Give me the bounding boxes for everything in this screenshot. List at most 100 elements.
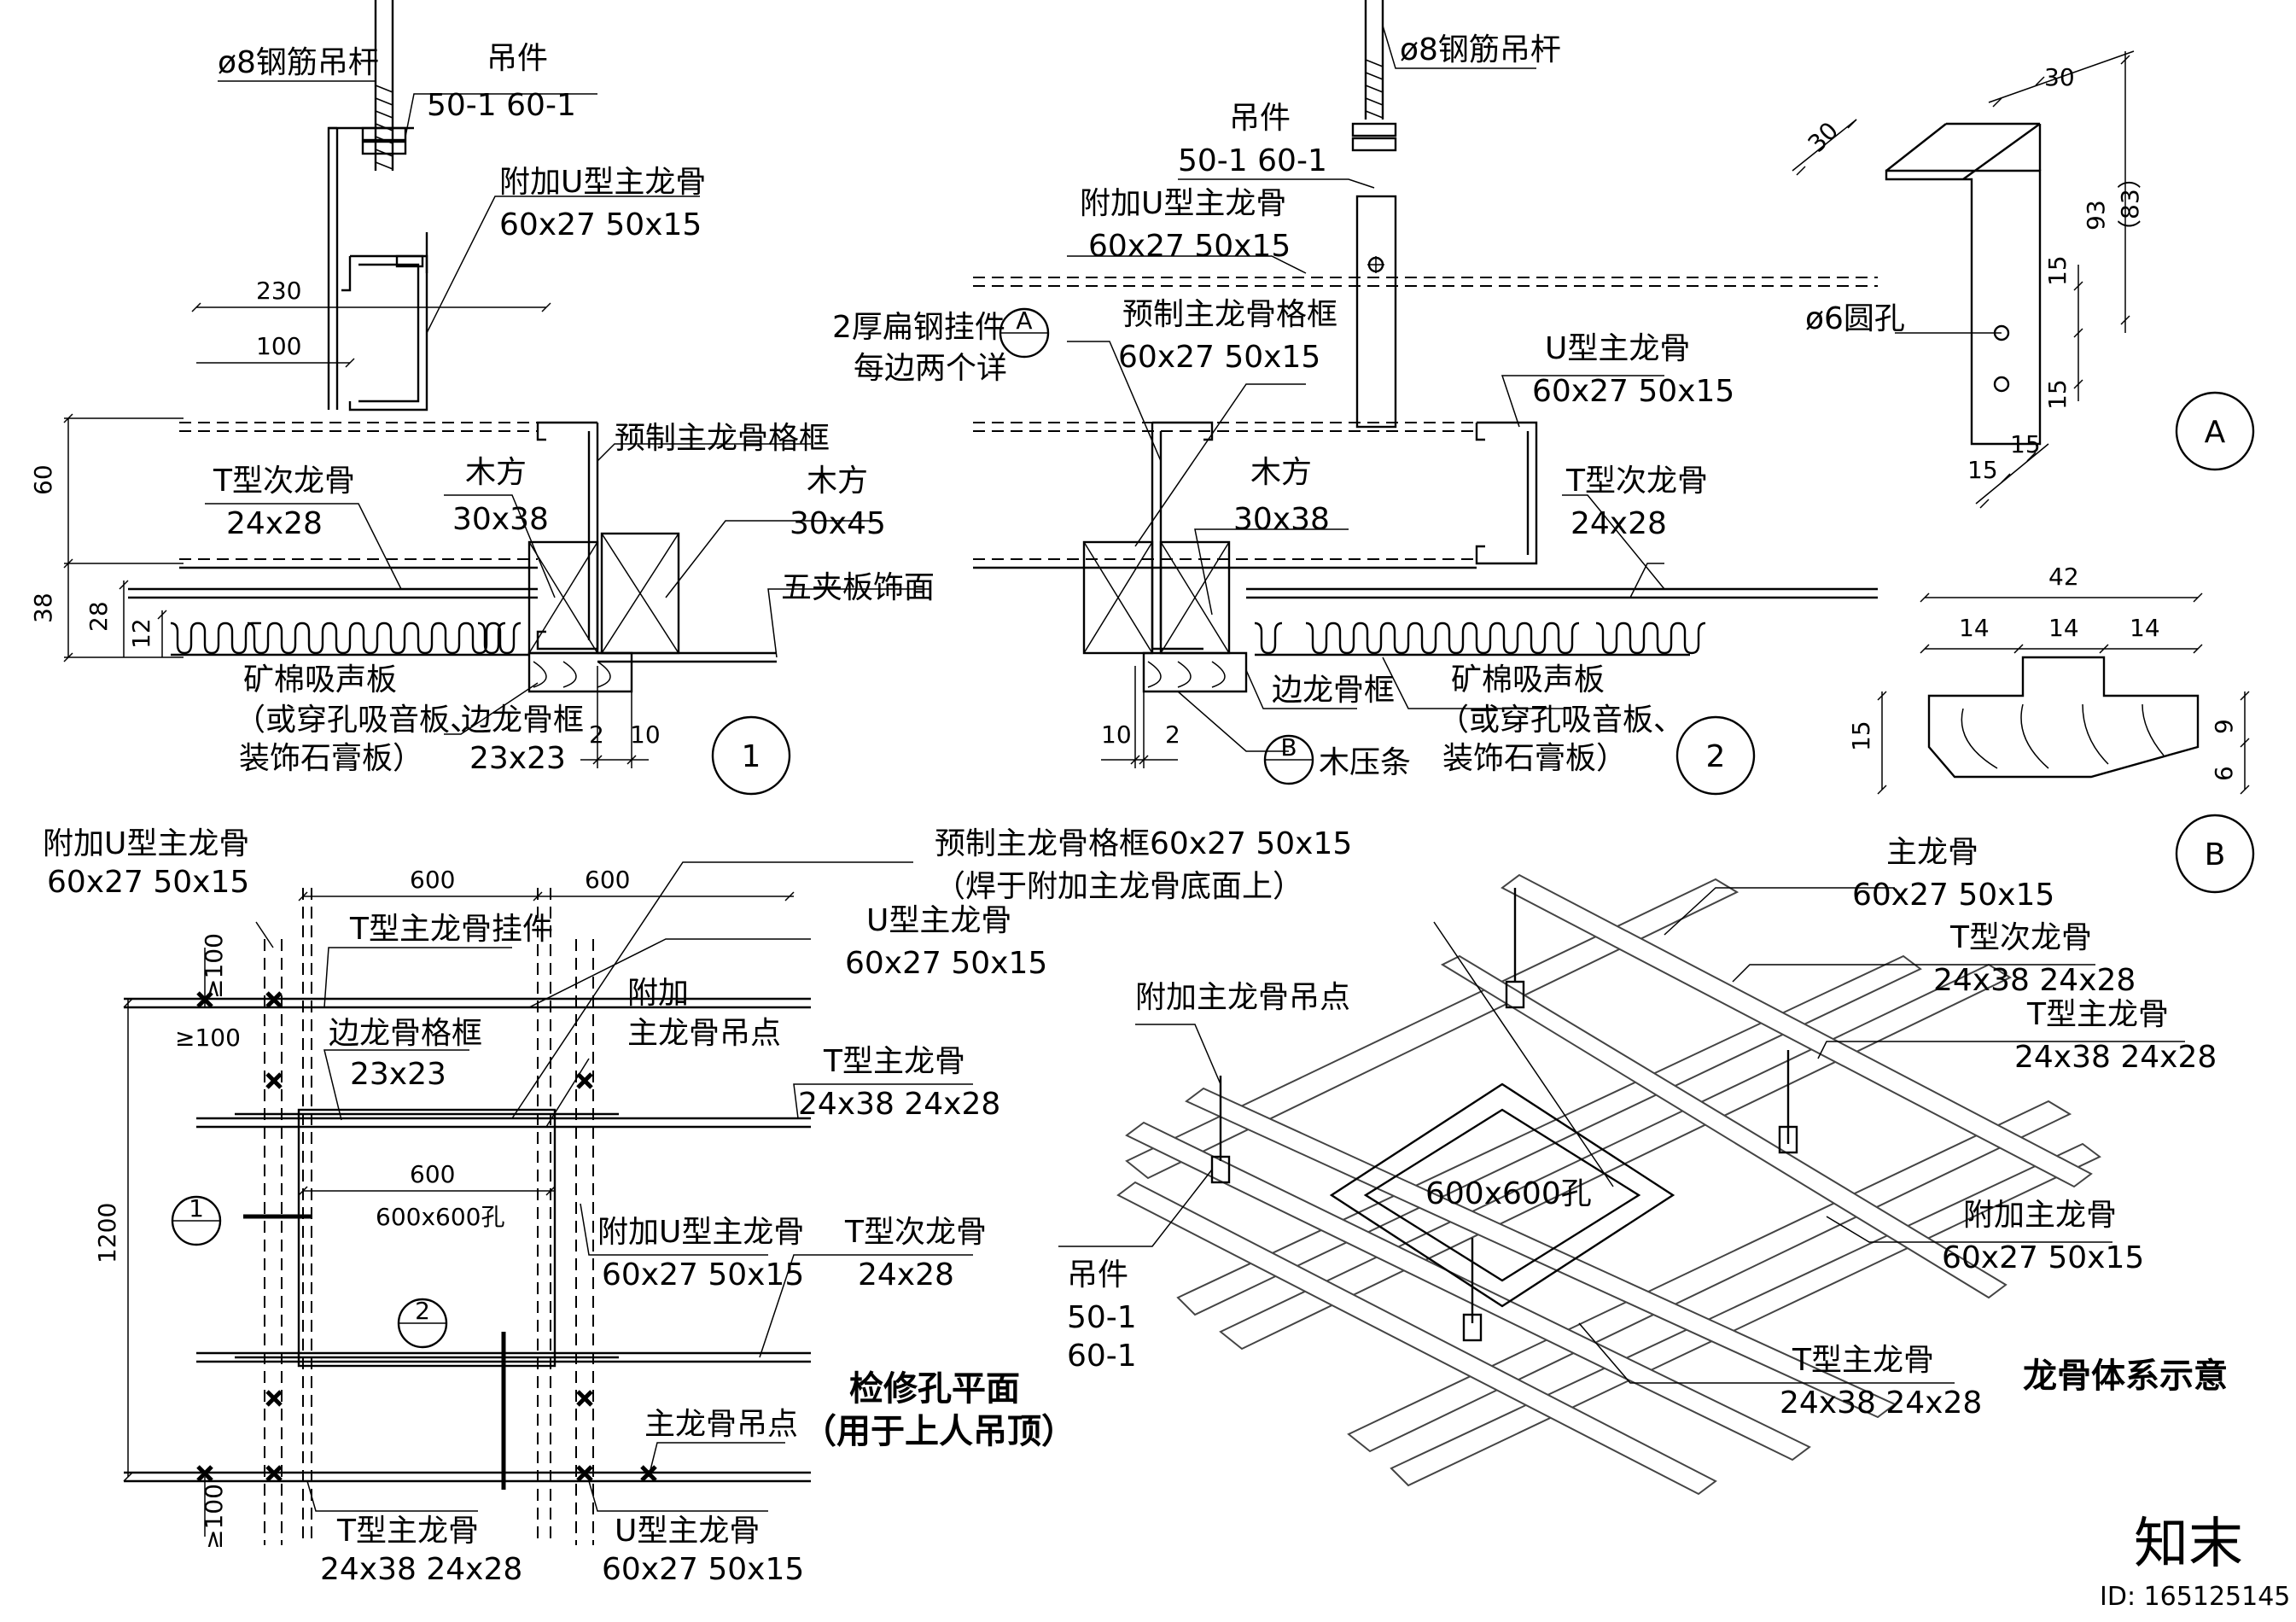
a-hole: ø6圆孔	[1805, 301, 1905, 336]
d2-board1: 矿棉吸声板	[1451, 662, 1605, 697]
plan-d100b: ≥100	[175, 1024, 241, 1052]
isometric-view: 主龙骨 60x27 50x15 T型次龙骨 24x38 24x28 T型主龙骨 …	[1058, 835, 2228, 1496]
watermark-id: ID: 165125145	[2100, 1582, 2290, 1612]
plan-view: 1 2 附加U型主龙骨 60x27 50x15 600 600 600 600x…	[43, 826, 1352, 1587]
iso-t-main: T型主龙骨	[2026, 997, 2169, 1032]
d1-dim-28: 28	[84, 601, 113, 632]
b-d42: 42	[2048, 563, 2079, 591]
a-d30b: 30	[1803, 116, 1844, 158]
d1-edge: 边龙骨框	[461, 703, 584, 738]
plan-ref-1: 1	[189, 1194, 204, 1222]
plan-d600c: 600	[410, 1160, 455, 1188]
plan-t-sec: T型次龙骨	[844, 1215, 987, 1250]
d2-flat1: 2厚扁钢挂件	[832, 310, 1005, 345]
d1-board3: 装饰石膏板）	[239, 741, 423, 776]
d1-dim-10: 10	[630, 721, 661, 749]
plan-t-main-b: T型主龙骨	[336, 1514, 479, 1549]
b-d9: 9	[2210, 719, 2238, 734]
b-d15: 15	[1847, 721, 1875, 751]
plan-u-main: U型主龙骨	[866, 903, 1011, 938]
detail-1: 1 ø8钢筋吊杆 吊件 50-1 60-1 附加U型主龙骨 60x27 50x1…	[29, 0, 935, 796]
a-d30a: 30	[2044, 63, 2075, 91]
iso-main-spec: 60x27 50x15	[1852, 878, 2054, 913]
plan-add-u2-spec: 60x27 50x15	[602, 1257, 804, 1292]
detail-2: A B 2 ø8钢筋吊杆 吊件 50-1 60-1 附加U型主龙骨 60x27 …	[832, 0, 1878, 796]
d1-plywood: 五夹板饰面	[781, 570, 935, 605]
iso-h2: 60-1	[1067, 1339, 1137, 1374]
iso-t-main-b-spec: 24x38 24x28	[1780, 1386, 1982, 1421]
plan-add-point2: 主龙骨吊点	[627, 1016, 781, 1051]
iso-add-point: 附加主龙骨吊点	[1135, 980, 1350, 1015]
plan-hole: 600x600孔	[376, 1203, 504, 1231]
a-d15a: 15	[2043, 255, 2072, 286]
plan-d100a: ≥100	[200, 933, 228, 999]
d1-wood2: 木方	[807, 464, 868, 499]
d2-hanger: 吊件	[1229, 101, 1291, 136]
d2-wood: 木方	[1250, 455, 1312, 490]
d2-t-sec-spec: 24x28	[1570, 506, 1667, 541]
plan-t-main-b-spec: 24x38 24x28	[320, 1552, 522, 1587]
plan-edge-spec: 23x23	[350, 1057, 446, 1092]
d2-edge: 边龙骨框	[1272, 673, 1395, 708]
detail-b: B 42 14 14 14 15 9 6	[1847, 563, 2255, 894]
d1-hanger: 吊件	[487, 41, 548, 76]
detail-b-badge: B	[2205, 837, 2226, 872]
iso-h1: 50-1	[1067, 1300, 1137, 1335]
plan-t-main: T型主龙骨	[823, 1044, 965, 1079]
plan-u-main-b-spec: 60x27 50x15	[602, 1552, 804, 1587]
d2-t-sec: T型次龙骨	[1565, 464, 1708, 499]
d2-board3: 装饰石膏板）	[1442, 741, 1627, 776]
d2-prefab: 预制主龙骨格框	[1122, 297, 1337, 332]
d2-prefab-spec: 60x27 50x15	[1118, 340, 1320, 375]
b-d14c: 14	[2130, 614, 2160, 642]
d1-t-sec: T型次龙骨	[213, 464, 355, 499]
a-d15d: 15	[2010, 430, 2041, 458]
watermark-brand: 知末	[2134, 1513, 2243, 1576]
a-d93: 93	[2082, 200, 2110, 230]
iso-t-main-spec: 24x38 24x28	[2014, 1040, 2217, 1075]
d1-dim-100: 100	[256, 332, 301, 360]
plan-edge: 边龙骨格框	[329, 1016, 482, 1051]
plan-main-point: 主龙骨吊点	[644, 1407, 798, 1442]
d2-u-main-spec: 60x27 50x15	[1532, 374, 1734, 409]
plan-add-u: 附加U型主龙骨	[43, 826, 249, 861]
d1-board1: 矿棉吸声板	[243, 662, 397, 697]
plan-add-u2: 附加U型主龙骨	[597, 1215, 804, 1250]
iso-t-sec-spec: 24x38 24x28	[1933, 963, 2136, 998]
a-d15c: 15	[1967, 456, 1998, 484]
d2-rod: ø8钢筋吊杆	[1400, 32, 1561, 67]
d1-t-sec-spec: 24x28	[226, 506, 323, 541]
d1-wood1: 木方	[465, 455, 527, 490]
d2-flat2: 每边两个详	[854, 351, 1007, 386]
d1-dim-38: 38	[29, 592, 57, 623]
detail-2-badge: 2	[1706, 739, 1726, 774]
iso-hole: 600x600孔	[1425, 1176, 1592, 1211]
detail-a: A 30 30 93 （83） 15 15 15 15 ø6圆孔	[1792, 50, 2255, 509]
d1-dim-12: 12	[127, 618, 155, 649]
d2-u-main: U型主龙骨	[1545, 331, 1690, 366]
b-d14b: 14	[2048, 614, 2079, 642]
plan-prefab2: （焊于附加主龙骨底面上）	[935, 869, 1303, 904]
iso-hanger: 吊件	[1067, 1257, 1128, 1292]
plan-title1: 检修孔平面	[849, 1369, 1020, 1409]
iso-t-main-b: T型主龙骨	[1792, 1343, 1934, 1378]
plan-prefab: 预制主龙骨格框60x27 50x15	[935, 826, 1352, 861]
plan-add-point1: 附加	[627, 976, 689, 1011]
d2-ref-a: A	[1016, 306, 1032, 335]
plan-u-main-b: U型主龙骨	[615, 1514, 760, 1549]
d1-wood2-spec: 30x45	[790, 506, 886, 541]
d1-add-u-spec: 60x27 50x15	[499, 207, 702, 242]
acoustic-board-1	[170, 621, 522, 655]
d1-edge-spec: 23x23	[469, 741, 566, 776]
b-d14a: 14	[1959, 614, 1990, 642]
a-d15b: 15	[2043, 379, 2072, 410]
plan-d600b: 600	[585, 866, 630, 894]
watermark: 知末 ID: 165125145	[2100, 1513, 2290, 1612]
d1-add-u: 附加U型主龙骨	[499, 165, 706, 200]
iso-add-main: 附加主龙骨	[1963, 1198, 2117, 1233]
b-d6: 6	[2210, 766, 2238, 781]
detail-a-badge: A	[2205, 415, 2226, 450]
d2-add-u-spec: 60x27 50x15	[1088, 229, 1291, 264]
d2-press: 木压条	[1319, 745, 1411, 780]
